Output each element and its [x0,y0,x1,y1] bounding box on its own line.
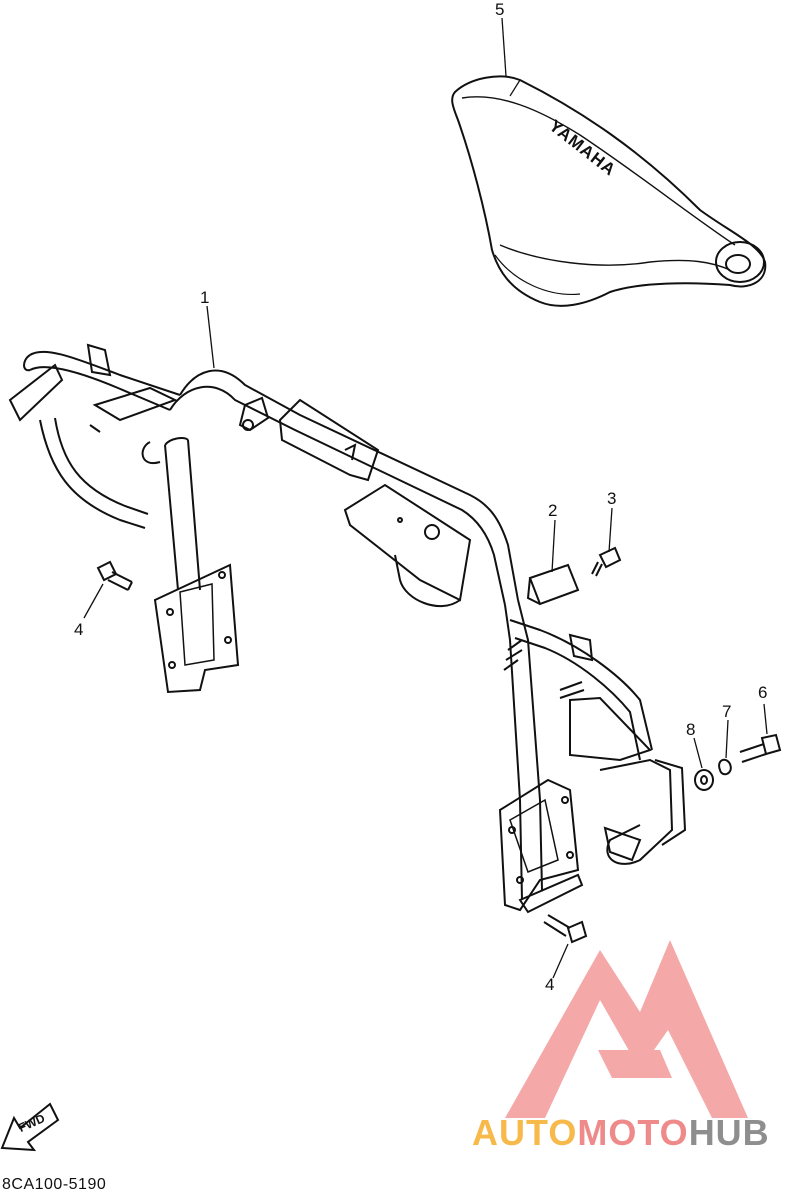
part-6-bolt [739,733,782,763]
part-8-washer [694,769,714,791]
part-2-clamp [526,563,580,606]
seat-logo: YAMAHA [546,116,620,180]
part-7-spring-washer [718,758,732,776]
part-4-bolt-upper [96,560,133,591]
callout-1: 1 [200,288,210,307]
callout-6: 6 [758,683,768,702]
part-3-bolt [591,546,622,577]
callout-4-lower: 4 [545,975,555,994]
part-4-bolt-lower [543,914,588,944]
callout-4-upper: 4 [74,620,84,639]
watermark-text: AUTOMOTOHUB [472,1112,770,1154]
seat [451,75,767,307]
watermark-hub: HUB [688,1112,770,1153]
callout-5: 5 [495,0,505,19]
fwd-arrow [0,1102,60,1152]
callout-7: 7 [722,702,732,721]
callout-3: 3 [607,489,617,508]
callout-8: 8 [686,720,696,739]
watermark-auto: AUTO [472,1112,578,1153]
frame [8,343,687,914]
watermark-moto: MOTO [577,1112,689,1153]
diagram-part-code: 8CA100-5190 [2,1176,107,1193]
leader-lines [83,17,768,979]
callout-2: 2 [548,501,558,520]
watermark-logo [505,940,748,1118]
